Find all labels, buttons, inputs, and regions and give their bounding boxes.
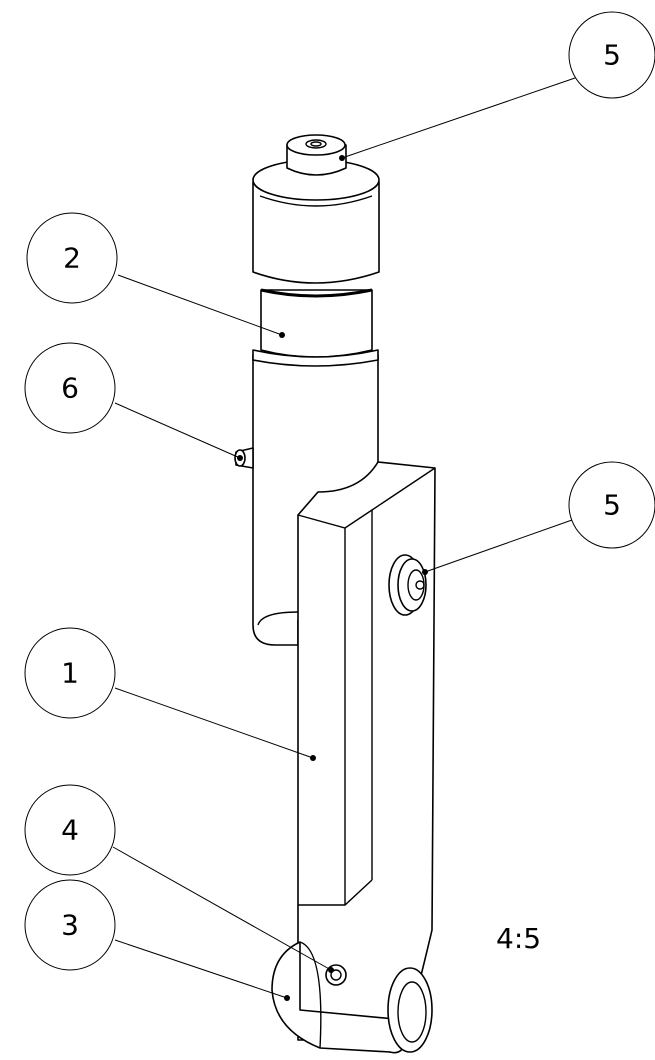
pin-part: [234, 447, 254, 469]
balloon-arm: 1: [24, 627, 316, 761]
balloon-fastener: 4: [24, 784, 334, 973]
balloon-screw-side: 5: [422, 461, 655, 575]
balloon-label-3: 3: [61, 909, 79, 942]
balloon-label-5-side: 5: [603, 489, 621, 522]
balloon-label-4: 4: [61, 814, 79, 847]
balloon-sleeve: 2: [26, 212, 285, 338]
side-screw: [388, 554, 427, 616]
sleeve-part: [252, 288, 379, 367]
balloon-pin: 6: [24, 342, 243, 461]
balloon-eye: 3: [24, 879, 290, 1001]
balloon-screw-top: 5: [339, 11, 655, 161]
top-screw: [286, 134, 347, 176]
balloon-label-2: 2: [63, 242, 81, 275]
balloon-label-1: 1: [61, 657, 79, 690]
eye-part: [271, 941, 433, 1054]
upper-cap: [252, 159, 380, 284]
scale-label: 4:5: [496, 922, 542, 955]
balloon-label-6: 6: [61, 372, 79, 405]
balloon-label-5-top: 5: [603, 39, 621, 72]
